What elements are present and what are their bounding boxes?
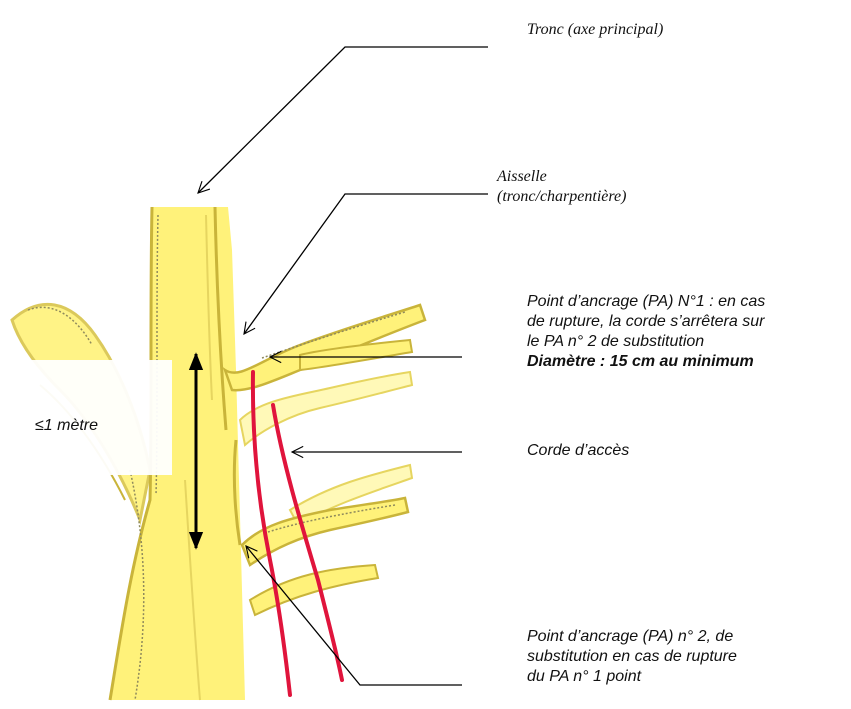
leader-tronc [198, 47, 488, 193]
label-aisselle: Aisselle (tronc/charpentière) [497, 167, 626, 207]
label-pa2: Point d’ancrage (PA) n° 2, de substituti… [527, 627, 737, 687]
label-pa1: Point d’ancrage (PA) N°1 : en cas de rup… [527, 292, 765, 372]
label-aisselle-line2: (tronc/charpentière) [497, 187, 626, 207]
label-pa1-line3: le PA n° 2 de substitution [527, 332, 765, 352]
label-pa2-line1: Point d’ancrage (PA) n° 2, de [527, 627, 737, 647]
label-pa1-line2: de rupture, la corde s’arrêtera sur [527, 312, 765, 332]
label-distance: ≤1 mètre [35, 416, 98, 436]
branch-pa2 [242, 498, 408, 615]
label-pa1-line1: Point d’ancrage (PA) N°1 : en cas [527, 292, 765, 312]
label-pa2-line2: substitution en cas de rupture [527, 647, 737, 667]
leader-aisselle [244, 194, 488, 334]
label-pa1-diameter: Diamètre : 15 cm au minimum [527, 352, 765, 372]
label-corde: Corde d’accès [527, 441, 629, 461]
label-aisselle-line1: Aisselle [497, 167, 626, 187]
trunk [12, 207, 245, 700]
label-tronc: Tronc (axe principal) [527, 20, 663, 40]
label-pa2-line3: du PA n° 1 point [527, 667, 737, 687]
